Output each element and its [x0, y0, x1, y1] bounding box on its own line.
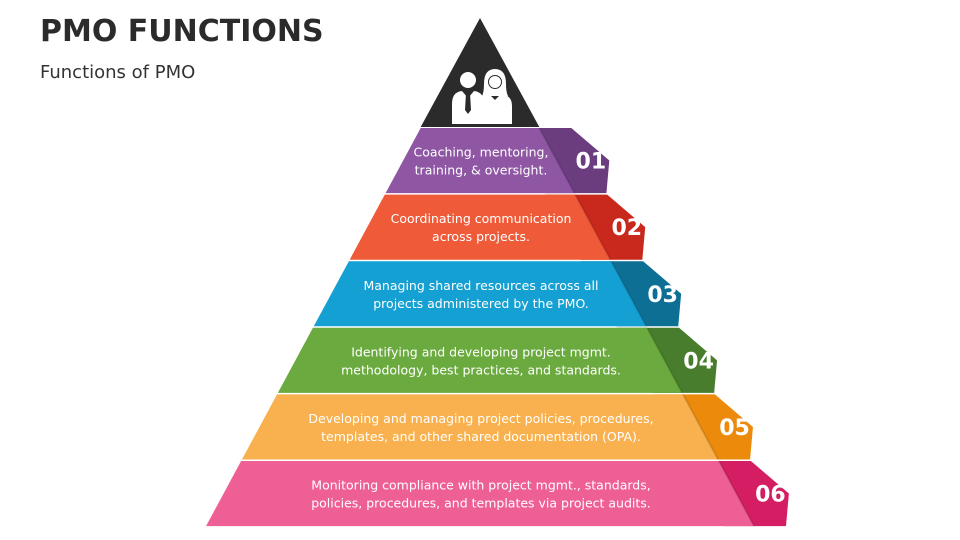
pyramid-apex: [420, 18, 540, 127]
tier-band: [277, 327, 683, 393]
tier-number: 01: [576, 150, 607, 175]
tier-description-line: Coordinating communication: [391, 211, 572, 226]
tier-band: [385, 128, 575, 194]
tier-divider: [646, 327, 684, 394]
tier-description-line: across projects.: [432, 229, 530, 244]
tier-description-line: methodology, best practices, and standar…: [341, 362, 621, 377]
pyramid-tier-04: 04 Identifying and developing project mgm…: [277, 327, 718, 394]
tier-divider: [682, 393, 719, 460]
tier-description-line: Developing and managing project policies…: [308, 411, 653, 426]
tier-divider: [610, 260, 648, 327]
pyramid-tier-06: 06 Monitoring compliance with project mgm…: [206, 460, 789, 527]
tier-description-line: templates, and other shared documentatio…: [321, 429, 641, 444]
tier-description-line: training, & oversight.: [415, 163, 548, 178]
tier-band: [349, 194, 611, 260]
pyramid-tier-03: 03 Managing shared resources across all pr…: [313, 260, 682, 327]
people-icon: [452, 69, 512, 124]
pyramid-tier-05: 05 Developing and managing project polici…: [241, 393, 753, 460]
pyramid-tier-02: 02 Coordinating communication across proje…: [349, 194, 646, 261]
tier-description-line: projects administered by the PMO.: [373, 296, 589, 311]
tier-description-line: Monitoring compliance with project mgmt.…: [311, 478, 650, 493]
tier-number: 04: [683, 349, 714, 374]
tier-divider: [538, 127, 576, 194]
tier-band: [206, 461, 754, 527]
tier-description-line: Coaching, mentoring,: [414, 145, 549, 160]
tier-divider: [717, 460, 755, 527]
tier-number: 02: [611, 216, 642, 241]
tier-number: 06: [755, 483, 786, 508]
tier-description-line: Managing shared resources across all: [363, 278, 598, 293]
tier-number: 03: [647, 283, 678, 308]
tier-number: 05: [719, 416, 750, 441]
tier-description-line: policies, procedures, and templates via …: [311, 496, 651, 511]
tier-divider: [574, 194, 612, 261]
tier-band: [241, 394, 719, 460]
page-title: PMO FUNCTIONS: [40, 14, 324, 49]
pyramid-tiers: 01 Coaching, mentoring, training, & oversi…: [206, 127, 789, 527]
tier-description-line: Identifying and developing project mgmt.: [351, 344, 611, 359]
pyramid-tier-01: 01 Coaching, mentoring, training, & oversi…: [385, 127, 610, 194]
page-subtitle: Functions of PMO: [40, 62, 196, 83]
tier-band: [313, 261, 647, 327]
